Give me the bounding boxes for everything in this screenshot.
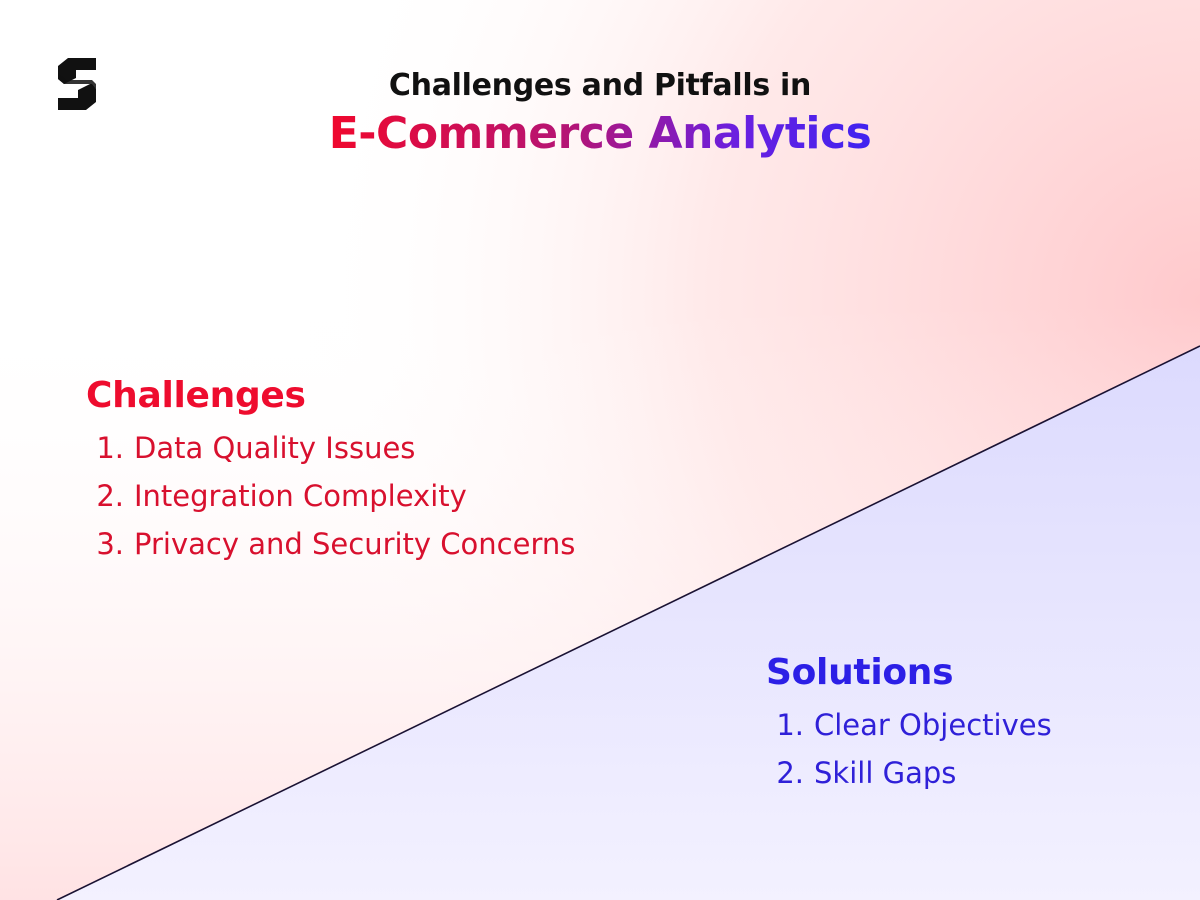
list-item-number: 1. <box>776 708 804 742</box>
list-item-number: 3. <box>96 527 124 561</box>
challenges-section: Challenges 1. Data Quality Issues 2. Int… <box>86 374 575 568</box>
diagonal-divider <box>56 345 1200 900</box>
list-item: 2. Skill Gaps <box>766 749 1052 797</box>
list-item-label: Skill Gaps <box>814 756 957 790</box>
list-item: 2. Integration Complexity <box>86 472 575 520</box>
list-item-number: 1. <box>96 431 124 465</box>
page-subtitle: Challenges and Pitfalls in <box>388 68 812 103</box>
challenges-list: 1. Data Quality Issues 2. Integration Co… <box>86 424 575 568</box>
list-item-label: Clear Objectives <box>814 708 1052 742</box>
list-item-label: Data Quality Issues <box>134 431 416 465</box>
solutions-heading: Solutions <box>766 652 954 693</box>
page-header: Challenges and Pitfalls in E-Commerce An… <box>0 66 1200 162</box>
list-item: 3. Privacy and Security Concerns <box>86 520 575 568</box>
list-item-label: Privacy and Security Concerns <box>134 527 576 561</box>
list-item-label: Integration Complexity <box>134 479 467 513</box>
list-item-number: 2. <box>776 756 804 790</box>
list-item: 1. Data Quality Issues <box>86 424 575 472</box>
solutions-section: Solutions 1. Clear Objectives 2. Skill G… <box>766 651 1052 797</box>
challenges-heading: Challenges <box>86 375 306 416</box>
list-item: 1. Clear Objectives <box>766 701 1052 749</box>
list-item-number: 2. <box>96 479 124 513</box>
solutions-list: 1. Clear Objectives 2. Skill Gaps <box>766 701 1052 797</box>
s-logo-icon <box>48 55 106 113</box>
page-title: E-Commerce Analytics <box>329 106 872 162</box>
